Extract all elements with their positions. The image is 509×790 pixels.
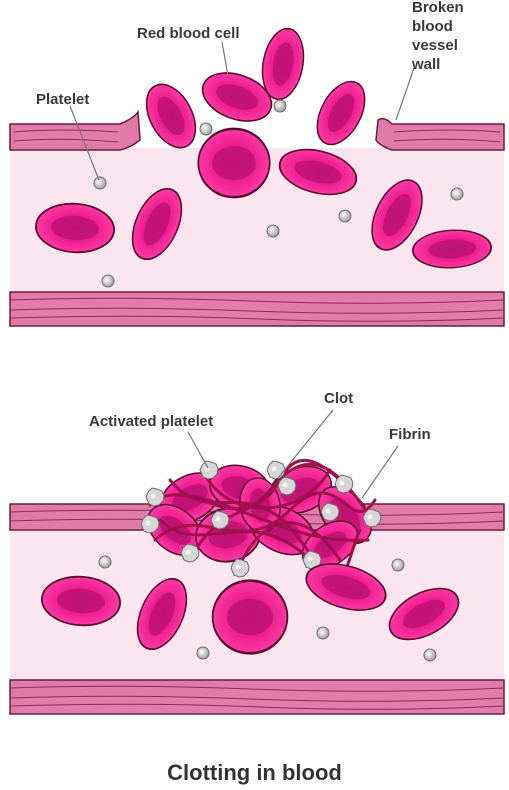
activated-platelet	[362, 508, 382, 528]
top-vessel-wall-left	[9, 109, 141, 151]
activated-platelet	[266, 460, 286, 480]
clot-label: Clot	[324, 390, 353, 407]
platelet	[450, 187, 464, 201]
platelet	[98, 555, 112, 569]
red-blood-cell	[197, 127, 271, 199]
bottom-vessel-wall-bottom	[9, 679, 505, 715]
broken-wall-pointer	[395, 67, 415, 121]
bottom-labels: Activated platelet Clot Fibrin	[89, 390, 431, 499]
activated-platelet-label: Activated platelet	[89, 413, 213, 430]
platelet	[196, 646, 210, 660]
red-blood-cell	[135, 75, 207, 157]
red-blood-cell	[211, 579, 289, 655]
activated-platelet	[199, 460, 219, 480]
platelet	[199, 122, 213, 136]
activated-platelet	[210, 510, 230, 530]
fibrin-pointer	[361, 445, 399, 499]
platelet	[316, 626, 330, 640]
platelet	[266, 224, 280, 238]
fibrin-label: Fibrin	[389, 426, 431, 443]
clot-pointer	[277, 409, 334, 479]
top-vessel-wall-right	[375, 117, 505, 151]
platelet-pointer	[69, 105, 100, 181]
clot	[137, 457, 383, 580]
platelet	[338, 209, 352, 223]
activated-platelet	[230, 558, 250, 578]
activated-platelet	[145, 487, 165, 507]
diagram-caption: Clotting in blood	[167, 760, 342, 785]
activated-platelet	[334, 474, 354, 494]
red-blood-cell	[306, 72, 376, 154]
platelet	[101, 274, 115, 288]
platelet	[423, 648, 437, 662]
activated-platelet	[140, 514, 160, 534]
activated-platelet-pointer	[187, 431, 209, 469]
top-labels: Red blood cell Platelet Broken blood ves…	[36, 0, 468, 181]
broken-wall-label: Broken blood vessel wall	[411, 0, 468, 73]
red-blood-cell-pointer	[221, 41, 229, 77]
red-blood-cell-label: Red blood cell	[137, 25, 240, 42]
activated-platelet	[277, 476, 297, 496]
platelet	[391, 558, 405, 572]
activated-platelet	[320, 502, 340, 522]
platelet-label: Platelet	[36, 91, 89, 108]
activated-platelet	[180, 543, 200, 563]
platelet	[93, 176, 107, 190]
platelet	[273, 99, 287, 113]
